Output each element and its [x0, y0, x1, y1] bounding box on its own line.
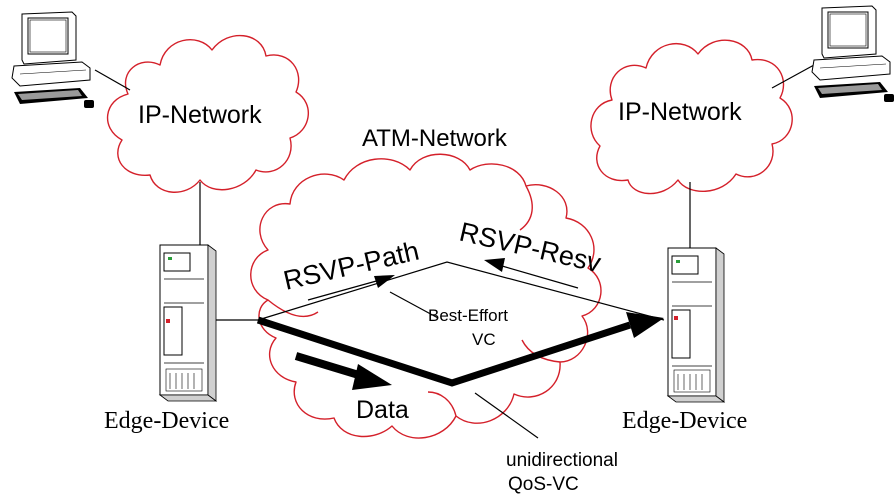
wire-left-pc-cloud	[94, 69, 131, 91]
computer-icon	[811, 5, 894, 102]
server-rack-icon	[666, 247, 726, 403]
edge-device-left-label: Edge-Device	[104, 408, 229, 434]
qos-vc-pointer	[474, 392, 539, 439]
ip-network-right-label: IP-Network	[618, 98, 742, 126]
rsvp-path-arrow	[307, 275, 395, 301]
qos-vc-line	[256, 312, 664, 387]
ip-network-cloud-right	[590, 39, 793, 195]
atm-network-label: ATM-Network	[362, 125, 508, 152]
data-label: Data	[356, 396, 409, 424]
server-rack-icon	[158, 244, 218, 402]
best-effort-vc-label: VC	[472, 330, 496, 349]
rsvp-path-label: RSVP-Path	[281, 236, 422, 296]
rsvp-resv-label: RSVP-Resv	[457, 217, 605, 279]
ip-network-cloud-left	[106, 34, 310, 193]
ip-network-left-label: IP-Network	[138, 101, 262, 129]
best-effort-pointer	[389, 291, 439, 319]
best-effort-label: Best-Effort	[428, 306, 508, 325]
data-arrow	[294, 352, 392, 390]
rsvp-resv-arrow	[484, 258, 579, 289]
wire-right-pc-cloud	[771, 64, 815, 89]
atm-network-cloud	[250, 153, 602, 439]
edge-device-right-label: Edge-Device	[622, 408, 747, 434]
qos-vc-label: QoS-VC	[508, 474, 579, 495]
qos-unidirectional-label: unidirectional	[506, 450, 618, 471]
best-effort-vc-line	[257, 261, 665, 321]
computer-icon	[11, 11, 94, 108]
